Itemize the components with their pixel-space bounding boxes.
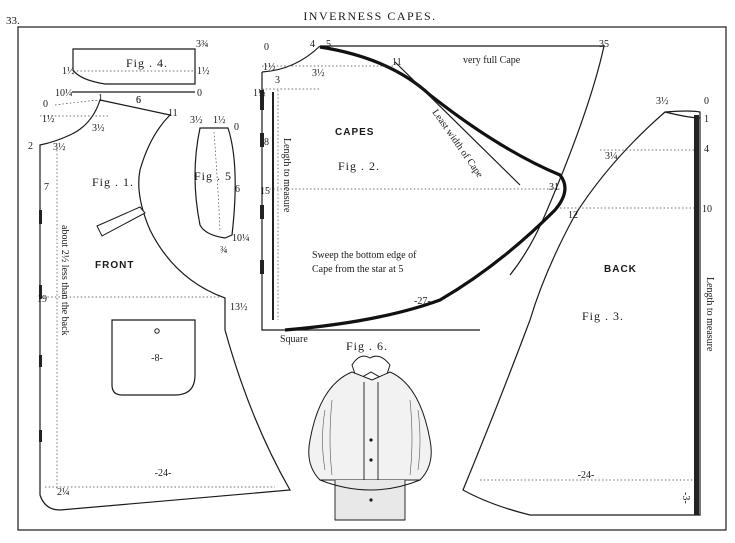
fig1-mark: 2 — [28, 141, 33, 152]
fig5-label: Fig . 5 — [194, 169, 232, 183]
front-pocket — [111, 319, 196, 396]
fig1-side-note: about 2½ less than the back — [59, 225, 70, 336]
fig1-mark: 3½ — [92, 123, 105, 134]
fig4-label: Fig . 4. — [126, 56, 168, 70]
fig2-label: Fig . 2. — [338, 159, 380, 173]
fig3-mark: 0 — [704, 96, 709, 107]
fig1-label: Fig . 1. — [92, 175, 134, 189]
fig3-back-pattern: BACK Fig . 3. -24- Length to measure -3-… — [462, 96, 715, 516]
fig1-front-pattern: -8- Fig . 1. FRONT -24- about 2½ less th… — [28, 93, 291, 511]
fig4-mark: 0 — [197, 88, 202, 99]
plate-number: 33. — [6, 15, 20, 27]
fig1-mark: 13½ — [230, 302, 248, 313]
fig4-mark: 3¾ — [196, 39, 209, 50]
plate-frame — [17, 26, 727, 531]
fig3-side-note: Length to measure — [704, 277, 715, 352]
fig1-mark: 19 — [37, 294, 47, 305]
fig2-name: CAPES — [335, 127, 374, 138]
fig2-mark: 4 — [310, 39, 315, 50]
fig2-mark: 11 — [392, 57, 402, 68]
fig1-mark: 2¼ — [57, 487, 70, 498]
fig3-label: Fig . 3. — [582, 309, 624, 323]
fig1-mark: 3½ — [53, 142, 66, 153]
fig1-mark: 7 — [44, 182, 49, 193]
fig2-mark: 31 — [549, 182, 559, 193]
front-outline — [39, 99, 291, 511]
fig3-mark: 1 — [704, 114, 709, 125]
fig2-side-note: Length to measure — [281, 138, 292, 213]
fig5-mark: 6 — [235, 184, 240, 195]
fig1-pocket-size: -8- — [151, 353, 163, 364]
fig2-mark: 3½ — [312, 68, 325, 79]
fig1-mark: 6 — [136, 95, 141, 106]
fig1-bottom-size: -24- — [155, 468, 172, 479]
fig1-mark: 11 — [168, 108, 178, 119]
fig2-mark: 1½ — [263, 62, 276, 73]
fig4-mark: 6 — [136, 95, 141, 106]
fig5-mark: ¾ — [220, 245, 228, 256]
fig5-mark: 3½ — [190, 115, 203, 126]
fig2-bottom-size: -27- — [414, 296, 431, 307]
fig4-collar-pattern: Fig . 4. 3¾ 1½ 1½ 0 10¼ 6 — [55, 39, 210, 106]
fig2-mark: 15 — [260, 186, 270, 197]
fig3-mark: 3¼ — [605, 151, 618, 162]
fig1-mark: 1½ — [42, 114, 55, 125]
fig5-mark: 1½ — [213, 115, 226, 126]
fig4-mark: 1½ — [197, 66, 210, 77]
fig2-top-note: very full Cape — [463, 55, 521, 66]
fig3-name: BACK — [604, 264, 637, 275]
fig6-cape-illustration: Fig . 6. — [308, 339, 432, 521]
fig4-mark: 1½ — [62, 66, 75, 77]
fig5-mark: 10¼ — [232, 233, 250, 244]
fig3-mark: 3½ — [656, 96, 669, 107]
fig6-label: Fig . 6. — [346, 339, 388, 353]
fig1-mark: 0 — [43, 99, 48, 110]
back-outline — [462, 110, 701, 516]
fig1-mark: 1 — [98, 93, 103, 104]
fig3-mark: 12 — [568, 210, 578, 221]
fig1-name: FRONT — [95, 260, 134, 271]
fig3-bottom-size: -24- — [578, 470, 595, 481]
fig2-mark: 5 — [326, 39, 331, 50]
fig2-diag-note: Least width of Cape — [430, 107, 486, 180]
fig3-mark: 10 — [702, 204, 712, 215]
fig2-mark: 8 — [264, 137, 269, 148]
fig2-cape-outline — [284, 45, 567, 332]
fig2-sweep-line1: Sweep the bottom edge of — [312, 250, 417, 261]
fig2-mark: 35 — [599, 39, 609, 50]
fig2-mark: 1½ — [253, 88, 266, 99]
fig2-corner-note: Square — [280, 334, 308, 345]
fig3-side-size: -3- — [680, 492, 691, 504]
fig2-capes-pattern: CAPES Fig . 2. very full Cape Least widt… — [253, 39, 609, 345]
fig2-mark: 3 — [275, 75, 280, 86]
fig2-sweep-line2: Cape from the star at 5 — [312, 264, 403, 275]
fig2-mark: 0 — [264, 42, 269, 53]
fig4-mark: 10¼ — [55, 88, 73, 99]
fig5-pattern: Fig . 5 3½ 1½ 0 6 10¼ ¾ — [190, 115, 250, 256]
fig3-mark: 4 — [704, 144, 709, 155]
plate-title: INVERNESS CAPES. — [303, 9, 436, 23]
fig5-mark: 0 — [234, 122, 239, 133]
